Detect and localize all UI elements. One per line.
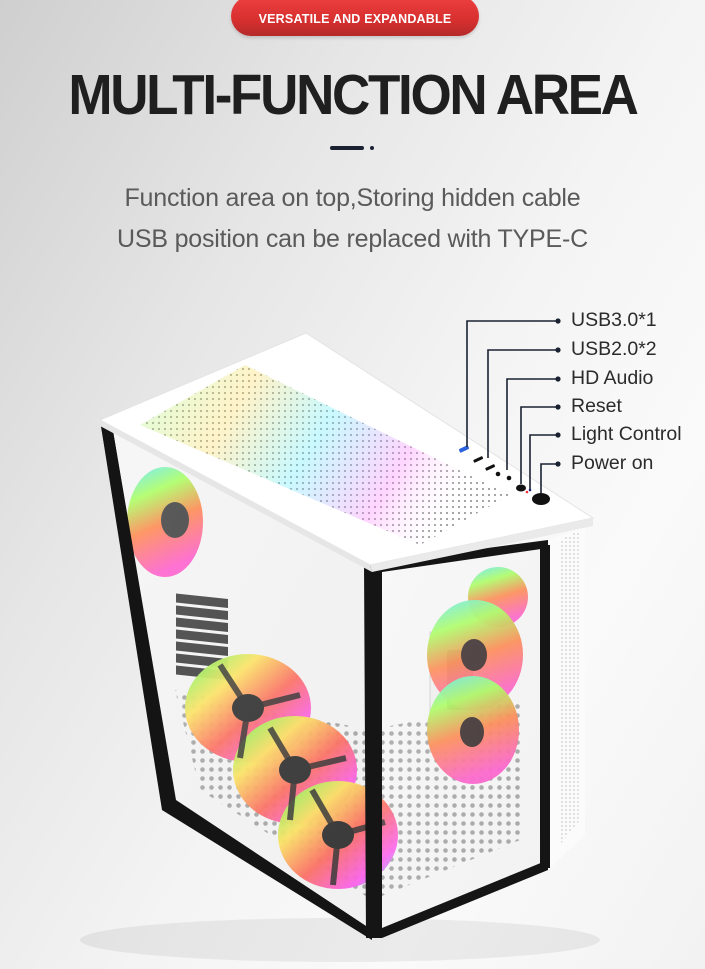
callout-usb3: USB3.0*1 [571, 309, 657, 331]
divider-dot [370, 146, 374, 150]
page-title: MULTI-FUNCTION AREA [68, 63, 639, 127]
section-badge: VERSATILE AND EXPANDABLE [231, 0, 479, 36]
subtitle: Function area on top,Storing hidden cabl… [0, 178, 705, 260]
callout-light-control: Light Control [571, 423, 682, 445]
top-io-ports [458, 445, 550, 505]
badge-label: VERSATILE AND EXPANDABLE [258, 12, 452, 26]
callout-power-on: Power on [571, 452, 654, 474]
divider-bar [330, 146, 364, 150]
callout-usb2: USB2.0*2 [571, 338, 657, 360]
subtitle-line-1: Function area on top,Storing hidden cabl… [124, 184, 581, 212]
callout-reset: Reset [571, 395, 622, 417]
subtitle-line-2: USB position can be replaced with TYPE-C [117, 225, 588, 253]
callout-hd-audio: HD Audio [571, 367, 654, 389]
